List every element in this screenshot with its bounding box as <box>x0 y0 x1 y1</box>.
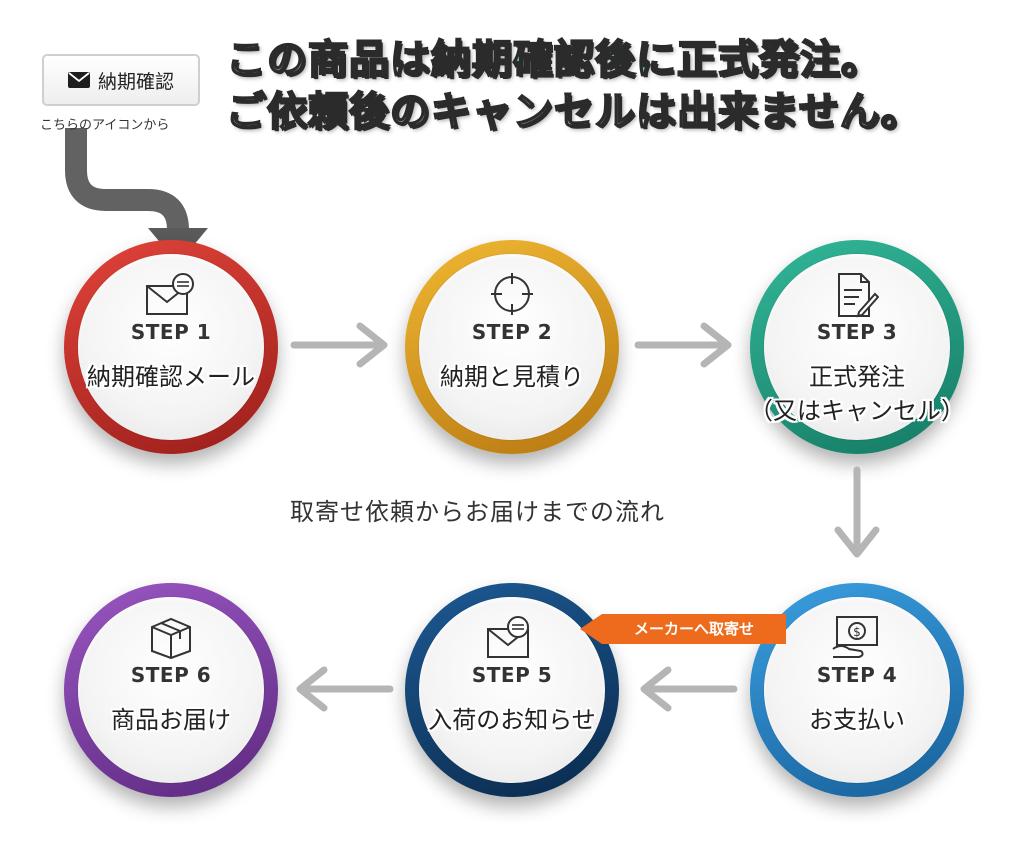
step-2-circle: STEP 2 納期と見積り <box>405 240 619 454</box>
document-pen-icon <box>838 273 879 318</box>
money-hand-icon: $ <box>832 616 878 658</box>
arrow-step2-to-step3 <box>634 322 732 368</box>
step-title: お支払い <box>809 706 905 734</box>
mail-button-label: 納期確認 <box>97 70 174 93</box>
step-title: 正式発注 <box>809 363 905 391</box>
step-title: 納期確認メール <box>87 363 255 391</box>
headline-text: この商品は <box>225 36 431 84</box>
envelope-message-icon <box>487 616 529 658</box>
headline-line-2: ご依頼後のキャンセルは出来ません。 <box>225 88 922 136</box>
crosshair-icon <box>491 273 533 315</box>
maker-tag-text: メーカーへ取寄せ <box>633 620 754 638</box>
arrow-step5-to-step6 <box>296 666 394 712</box>
headline-period: 。 <box>840 36 882 84</box>
step-label: STEP 2 <box>471 320 553 344</box>
step-label: STEP 5 <box>471 663 553 687</box>
step-3-circle: STEP 3 正式発注 （又はキャンセル） <box>749 240 965 454</box>
arrow-step3-to-step4 <box>834 466 880 558</box>
envelope-icon <box>67 72 90 88</box>
mail-button-note: こちらのアイコンから <box>40 118 170 133</box>
step-title: 商品お届け <box>111 706 231 734</box>
step-label: STEP 6 <box>130 663 212 687</box>
tag-shape <box>580 614 786 644</box>
step-title: 納期と見積り <box>440 363 584 391</box>
arrow-step4-to-step5 <box>640 666 738 712</box>
envelope-message-icon <box>146 273 194 315</box>
maker-order-tag: メーカーへ取寄せ <box>580 614 786 644</box>
step-label: STEP 1 <box>130 320 212 344</box>
step-1-circle: STEP 1 納期確認メール <box>64 240 278 454</box>
flow-caption: 取寄せ依頼からお届けまでの流れ <box>290 498 665 526</box>
svg-text:$: $ <box>853 625 861 639</box>
delivery-check-mail-button[interactable]: 納期確認 <box>42 54 200 106</box>
box-icon <box>151 617 191 659</box>
step-6-circle: STEP 6 商品お届け <box>64 583 278 797</box>
headline-highlight: 納期確認後に正式発注 <box>430 36 841 84</box>
step-subtitle: （又はキャンセル） <box>749 397 965 425</box>
step-5-circle: STEP 5 入荷のお知らせ <box>405 583 619 797</box>
arrow-step1-to-step2 <box>290 322 388 368</box>
step-title: 入荷のお知らせ <box>428 706 596 734</box>
step-label: STEP 4 <box>816 663 898 687</box>
headline-line-1: この商品は納期確認後に正式発注。 <box>225 34 882 86</box>
step-label: STEP 3 <box>816 320 898 344</box>
